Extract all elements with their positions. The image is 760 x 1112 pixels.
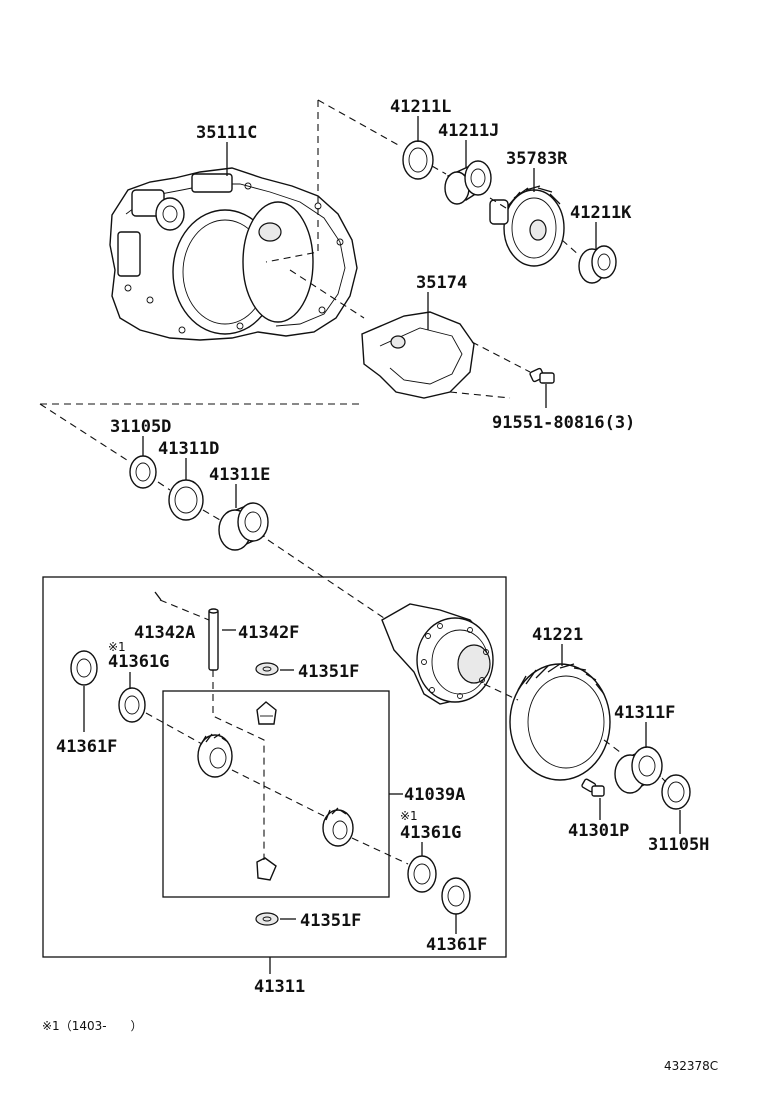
transaxle-housing-35111C bbox=[109, 167, 358, 341]
label-41361G-bottom: 41361G bbox=[400, 823, 461, 843]
bolt-91551-80816 bbox=[529, 367, 555, 384]
note-mark-bottom: ※1 bbox=[400, 809, 418, 823]
label-91551-80816: 91551-80816(3) bbox=[492, 413, 635, 433]
washer-41361G-top bbox=[118, 687, 146, 723]
footnote: ※1（1403- ） bbox=[42, 1019, 143, 1033]
differential-case-body bbox=[381, 603, 494, 705]
label-41351F-top: 41351F bbox=[298, 662, 359, 682]
label-41211K: 41211K bbox=[570, 203, 632, 223]
pin-41342A bbox=[154, 591, 162, 601]
label-41361F-left: 41361F bbox=[56, 737, 117, 757]
washer-41361G-bottom bbox=[407, 855, 437, 893]
label-41311: 41311 bbox=[254, 977, 305, 997]
washer-41361F-right bbox=[441, 877, 471, 915]
shim-41311D bbox=[168, 479, 204, 521]
label-41342A: 41342A bbox=[134, 623, 195, 643]
label-41311F: 41311F bbox=[614, 703, 675, 723]
driven-gear-35783R bbox=[489, 185, 565, 267]
bearing-41211K bbox=[578, 245, 617, 284]
cover-35174 bbox=[361, 311, 475, 399]
label-41311E: 41311E bbox=[209, 465, 270, 485]
pinion-gear-lower bbox=[256, 857, 277, 881]
label-35174: 35174 bbox=[416, 273, 467, 293]
pinion-gear-upper bbox=[256, 701, 277, 725]
label-41221: 41221 bbox=[532, 625, 583, 645]
label-41211J: 41211J bbox=[438, 121, 499, 141]
label-41311D: 41311D bbox=[158, 439, 219, 459]
bearing-41311F bbox=[614, 746, 663, 794]
bearing-41211J bbox=[444, 160, 492, 205]
washer-41361F-left bbox=[70, 650, 98, 686]
side-gear-right bbox=[322, 807, 354, 847]
shaft-41342F bbox=[208, 608, 219, 671]
ring-gear-41221 bbox=[509, 663, 611, 781]
label-41039A: 41039A bbox=[404, 785, 465, 805]
note-mark-top: ※1 bbox=[108, 640, 126, 654]
label-41342F: 41342F bbox=[238, 623, 299, 643]
oil-seal-41211L bbox=[402, 140, 434, 180]
washer-41351F-bottom bbox=[255, 912, 279, 926]
diagram-id: 432378C bbox=[664, 1059, 718, 1073]
oil-seal-31105H bbox=[661, 774, 691, 810]
side-gear-left bbox=[197, 733, 233, 778]
oil-seal-31105D bbox=[129, 455, 157, 489]
washer-41351F-top bbox=[255, 662, 279, 676]
bolt-41301P bbox=[581, 778, 605, 797]
label-35783R: 35783R bbox=[506, 149, 568, 169]
label-41211L: 41211L bbox=[390, 97, 451, 117]
label-41361F-right: 41361F bbox=[426, 935, 487, 955]
label-31105D: 31105D bbox=[110, 417, 171, 437]
bearing-41311E bbox=[218, 502, 269, 551]
part-labels: 35111C 41211L 41211J 35783R 41211K 35174… bbox=[42, 97, 718, 1073]
label-31105H: 31105H bbox=[648, 835, 709, 855]
label-41361G-top: 41361G bbox=[108, 652, 169, 672]
label-41301P: 41301P bbox=[568, 821, 629, 841]
label-35111C: 35111C bbox=[196, 123, 257, 143]
dashed-center-lines bbox=[39, 99, 667, 865]
leader-lines bbox=[83, 116, 681, 974]
label-41351F-bottom: 41351F bbox=[300, 911, 361, 931]
